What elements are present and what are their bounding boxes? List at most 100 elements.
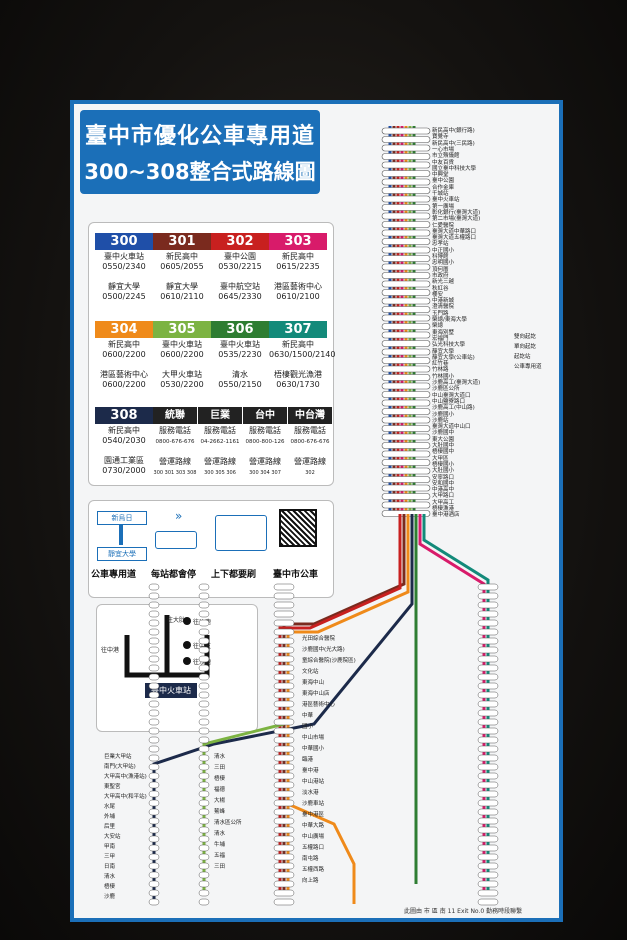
stop-marker <box>477 655 499 663</box>
stop-marker <box>381 255 431 262</box>
stop-label: 國立臺中科技大學 <box>432 165 477 172</box>
route-dest2: 大甲火車站 <box>162 370 202 379</box>
stop-marker <box>477 808 499 816</box>
route-dest: 新民高中 <box>166 252 198 261</box>
stop-label: 紅竹巷 <box>432 361 449 368</box>
stop-marker <box>381 391 431 398</box>
stop-marker <box>198 709 210 717</box>
stop-marker <box>148 853 160 861</box>
stop-label: 臺灣大道中華路口 <box>432 228 477 235</box>
stop-label: 中山臺灣大道口 <box>432 392 471 399</box>
stop-marker <box>198 871 210 879</box>
stop-label: 忠明國小 <box>432 260 455 267</box>
stop-marker <box>198 826 210 834</box>
stop-label: 五權路口 <box>302 845 325 851</box>
hub-label-2: 往中友 <box>193 643 212 650</box>
route-number: 308 <box>95 407 153 424</box>
stop-marker <box>381 348 431 356</box>
hub-label-0: 往大肚 <box>167 617 186 624</box>
stop-marker <box>148 736 160 744</box>
stop-marker <box>381 416 431 424</box>
stop-marker <box>477 727 499 735</box>
stop-label: 合作金庫 <box>432 184 455 191</box>
stop-label: 臺中公園 <box>432 178 455 185</box>
route-dest2: 園通工業區 <box>104 456 144 465</box>
stop-marker <box>148 619 160 627</box>
operator-routes: 300 301 303 308 <box>153 470 197 476</box>
route-time: 0600/2200 <box>102 350 146 359</box>
stop-marker <box>381 144 431 152</box>
stop-marker <box>477 583 499 591</box>
route-time: 0530/2215 <box>218 262 262 271</box>
stop-marker <box>273 691 295 699</box>
stop-marker <box>477 718 499 726</box>
stop-marker <box>148 799 160 807</box>
stop-marker <box>148 709 160 717</box>
stop-label: 臺灣大道中山口 <box>432 424 471 431</box>
map-legend-item: 公車專用道 <box>514 364 542 370</box>
stop-marker <box>381 212 431 220</box>
stop-marker <box>273 718 295 726</box>
stop-label: 港區藝術中心 <box>302 702 336 708</box>
hub-minimap-svg <box>124 615 210 678</box>
stop-marker <box>148 664 160 672</box>
stop-marker <box>477 898 499 906</box>
stop-marker <box>381 501 431 509</box>
route-dest2: 港區藝術中心 <box>100 370 148 379</box>
map-legend-item: 單向起訖 <box>514 344 537 350</box>
stop-marker <box>273 790 295 798</box>
stop-marker <box>198 637 210 645</box>
stop-marker <box>148 790 160 798</box>
stop-marker <box>273 628 295 636</box>
stop-marker <box>273 853 295 861</box>
stop-marker <box>381 306 431 313</box>
stop-label: 五福 <box>214 853 226 859</box>
stop-marker <box>148 754 160 762</box>
operator-routes: 300 305 306 <box>204 470 236 476</box>
stop-label: 大肚國小 <box>432 468 455 475</box>
stop-marker <box>477 790 499 798</box>
stop-marker <box>198 880 210 888</box>
stop-label: 中山廣場 <box>302 834 325 840</box>
route-dest2: 臺中航空站 <box>220 282 260 291</box>
stop-marker <box>381 408 431 415</box>
stop-label: 巨業大甲站 <box>104 754 132 760</box>
stop-label: 三田 <box>214 864 226 870</box>
network-diagram <box>148 126 499 906</box>
stop-marker <box>477 691 499 699</box>
stop-label: 后里 <box>104 824 116 830</box>
stop-marker <box>148 628 160 636</box>
route-dest: 臺中火車站 <box>220 340 260 349</box>
stop-marker <box>381 442 431 449</box>
stop-label: 中正國小 <box>432 247 455 254</box>
operator-name: 中台灣 <box>288 407 332 424</box>
route-number: 307 <box>269 321 327 338</box>
qr-code-icon[interactable] <box>279 509 317 547</box>
hub-minimap: 臺中火車站 往大肚 往沙鹿 往中友 往沙鹿 往中港 <box>96 604 258 732</box>
stop-marker <box>198 727 210 735</box>
stop-label: 大甲高工 <box>432 499 455 506</box>
stop-label: 一心市場 <box>432 146 455 153</box>
stop-label: 沙鹿車站 <box>302 801 325 807</box>
route-time2: 0600/2200 <box>102 380 146 389</box>
footer-note: 此圖由 市 區 南 11 Exit No.0 勤務時段聯繫 <box>404 908 523 915</box>
stop-marker <box>477 682 499 690</box>
hub-label-4: 往中港 <box>101 647 120 654</box>
route-number: 300 <box>95 233 153 250</box>
route-number: 303 <box>269 233 327 250</box>
stop-marker <box>273 862 295 870</box>
stop-marker <box>273 592 295 600</box>
stop-label: 梧棲 <box>104 884 116 890</box>
stop-label: 臺中港酒店 <box>432 512 460 519</box>
route-time2: 0730/2000 <box>102 466 146 475</box>
operator-phone: 0800-676-676 <box>290 439 330 445</box>
stop-marker <box>273 844 295 852</box>
stop-label: 南屯路 <box>302 856 319 862</box>
stop-marker <box>198 628 210 636</box>
route-dest2: 清水 <box>232 370 248 379</box>
operator-name: 台中 <box>243 407 287 424</box>
bus-icon <box>155 531 197 549</box>
